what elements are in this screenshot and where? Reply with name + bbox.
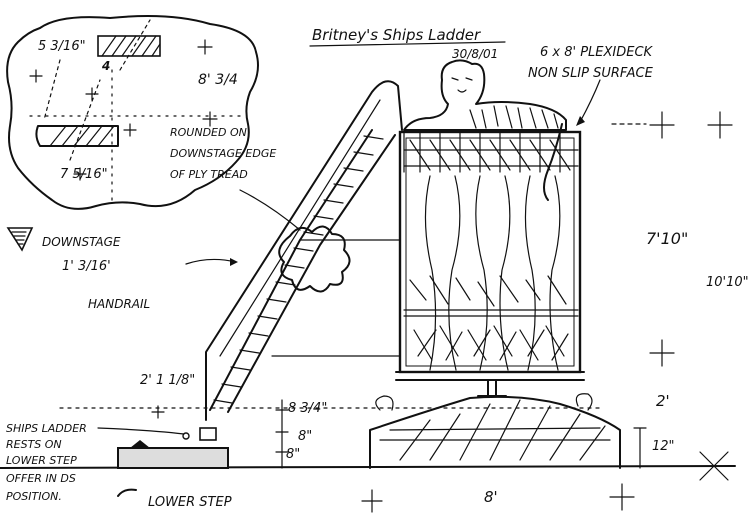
detail-note-line2: DOWNSTAGE EDGE [170,147,276,160]
sketch-date: 30/8/01 [452,47,498,61]
stage-platform [369,379,621,469]
dim-platform-height: 2' [656,392,670,410]
ladder-note-line3: LOWER STEP [6,454,77,467]
detail-note-line1: ROUNDED ON [170,126,247,139]
dim-total-height: 10'10" [706,275,749,290]
dim-base-height: 12" [652,439,675,454]
detail-note-line3: OF PLY TREAD [170,168,248,181]
dim-step-top: 8 3/4" [288,401,327,416]
dim-width: 8' [484,488,498,506]
detail-tread-number: 4 [101,59,110,73]
ground-end-cross [699,451,729,481]
detail-dim-bottom: 7 5/16" [60,167,108,182]
title-underline [309,41,506,47]
ground-line [0,465,736,469]
tiger-figure [403,59,567,201]
detail-riser-dim: 8' 3/4 [198,72,238,88]
tread-detail-bubble [6,15,259,210]
detail-callout-marker [278,225,351,293]
downstage-hatch [11,231,27,245]
sketch-title: Britney's Ships Ladder [312,26,481,44]
grid-crosses [151,111,733,513]
lower-step-pointer [117,488,137,497]
deck-note-line2: NON SLIP SURFACE [528,66,654,81]
deck-note-arrowhead [576,116,585,126]
cage-structure [271,130,585,381]
handrail-leader [185,258,237,265]
deck-note-leader [579,79,601,123]
ladder-note-line1: SHIPS LADDER [6,422,87,435]
downstage-symbol [6,227,34,252]
lower-step-block [117,447,229,469]
ladder-note-line2: RESTS ON [6,438,62,451]
lower-step-marker [130,440,150,448]
dim-cage-height: 7'10" [646,229,688,248]
lower-step-label: LOWER STEP [148,495,232,510]
base-dim-line [633,427,647,469]
detail-dim-top: 5 3/16" [38,39,86,54]
dim-step-low: 8" [286,447,300,462]
dim-step-mid: 8" [298,429,312,444]
detail-leader [239,189,301,231]
step-dim-line [275,399,289,469]
ladder-note-line5: POSITION. [6,490,62,503]
handrail-size: 1' 3/16' [62,259,111,274]
handrail-arrowhead [230,258,238,266]
deck-note-line1: 6 x 8' PLEXIDECK [540,45,654,60]
dim-handrail-offset: 2' 1 1/8" [140,373,195,388]
downstage-label: DOWNSTAGE [42,235,121,249]
ladder-note-leader [97,427,185,435]
ladder-note-line4: OFFER IN DS [6,472,76,485]
handrail-label: HANDRAIL [88,297,150,311]
